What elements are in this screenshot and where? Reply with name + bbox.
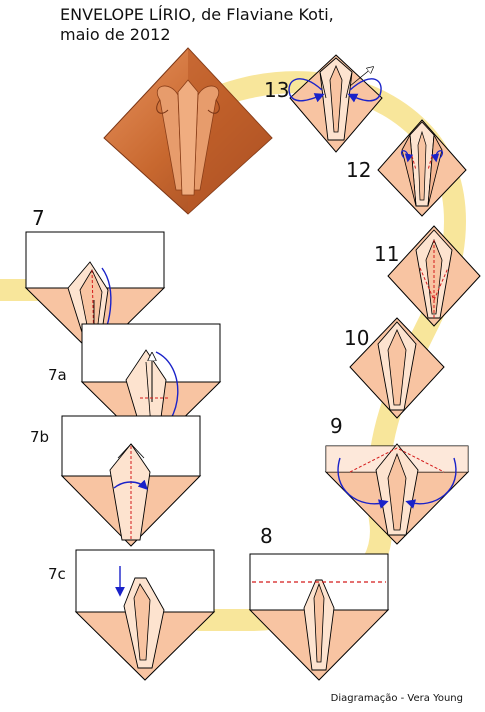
step-label-7c: 7c <box>48 565 66 583</box>
step-label-11: 11 <box>374 242 400 266</box>
step-label-10: 10 <box>344 326 370 350</box>
step-12-diagram <box>377 119 467 217</box>
step-7c-diagram <box>74 549 216 681</box>
step-label-13: 13 <box>264 78 290 102</box>
title-line-2: maio de 2012 <box>60 25 171 44</box>
step-label-7: 7 <box>32 206 45 230</box>
step-label-7a: 7a <box>48 366 67 384</box>
credit-text: Diagramação - Vera Young <box>330 693 463 704</box>
finished-envelope <box>103 47 273 215</box>
step-7b-diagram <box>60 415 202 547</box>
step-9-diagram <box>324 443 470 545</box>
step-11-diagram <box>387 225 481 327</box>
step-8-diagram <box>248 553 390 681</box>
step-label-9: 9 <box>330 414 343 438</box>
step-7a-diagram <box>80 323 222 451</box>
step-10-diagram <box>349 317 445 419</box>
title-line-1: ENVELOPE LÍRIO, de Flaviane Koti, <box>60 5 334 24</box>
step-label-8: 8 <box>260 524 273 548</box>
step-13-diagram <box>288 54 383 153</box>
step-label-12: 12 <box>346 158 372 182</box>
step-label-7b: 7b <box>30 428 50 446</box>
